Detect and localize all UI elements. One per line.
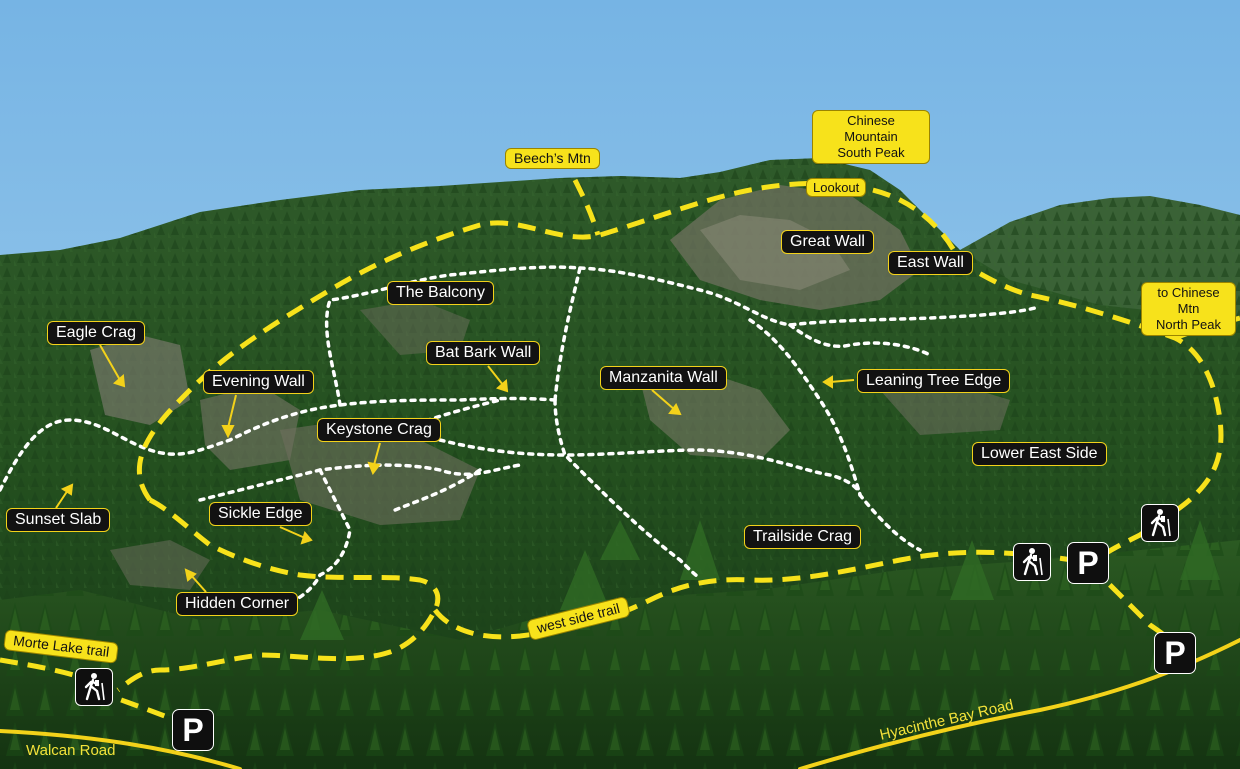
eagle-crag-rock (90, 335, 190, 425)
chinese-mountain-south-peak-label: Chinese Mountain South Peak (812, 110, 930, 164)
walcan-road-line (0, 729, 242, 769)
walcan-road-label: Walcan Road (26, 742, 116, 759)
great-wall-label: Great Wall (781, 230, 874, 254)
trailside-crag-label: Trailside Crag (744, 525, 861, 549)
parking-icon: P (1154, 632, 1196, 674)
hiker-icon (75, 668, 113, 706)
manzanita-wall-label: Manzanita Wall (600, 366, 727, 390)
the-balcony-label: The Balcony (387, 281, 494, 305)
sunset-slab-label: Sunset Slab (6, 508, 111, 532)
beechs-mtn-label: Beech’s Mtn (505, 148, 600, 169)
parking-icon: P (1067, 542, 1109, 584)
hidden-corner-rock (110, 540, 210, 590)
keystone-rock (280, 420, 480, 525)
eagle-crag-label: Eagle Crag (47, 321, 146, 345)
parking-icon: P (172, 709, 214, 751)
chinese-mtn-north-peak-label: to Chinese Mtn North Peak (1141, 282, 1236, 336)
chinese-north-line2: North Peak (1155, 317, 1222, 332)
hidden-corner-label: Hidden Corner (176, 592, 299, 616)
chinese-south-line1: Chinese Mountain (844, 113, 898, 144)
hiker-icon (1013, 543, 1051, 581)
chinese-north-line1: to Chinese Mtn (1157, 285, 1220, 316)
leaning-tree-edge-label: Leaning Tree Edge (857, 369, 1011, 393)
evening-wall-label: Evening Wall (203, 370, 314, 394)
chinese-south-line2: South Peak (837, 145, 905, 160)
sickle-edge-label: Sickle Edge (209, 502, 312, 526)
lookout-label: Lookout (806, 178, 867, 197)
hiker-icon (1141, 504, 1179, 542)
lower-east-side-label: Lower East Side (972, 442, 1107, 466)
keystone-crag-label: Keystone Crag (317, 418, 441, 442)
evening-wall-rock (200, 385, 300, 470)
leaning-tree-rock (880, 385, 1010, 435)
bat-bark-wall-label: Bat Bark Wall (426, 341, 541, 365)
east-wall-label: East Wall (888, 251, 973, 275)
manzanita-rock (640, 370, 790, 460)
